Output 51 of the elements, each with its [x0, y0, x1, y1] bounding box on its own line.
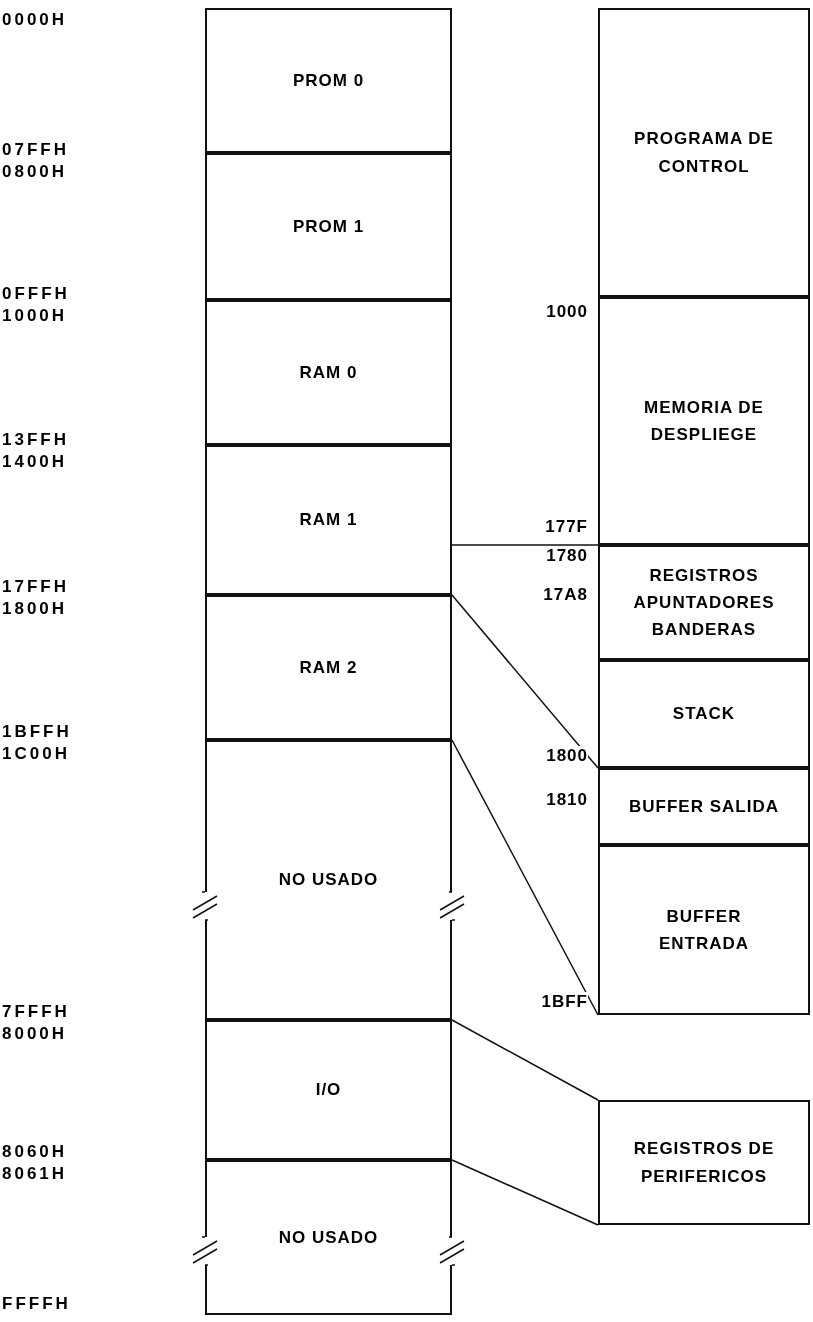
- block-label: RAM 2: [299, 656, 358, 679]
- memory-block: [598, 8, 810, 297]
- block-label: PROM 0: [292, 69, 365, 92]
- mapping-line: [451, 594, 599, 769]
- mapping-line: [451, 544, 599, 546]
- memory-block: [598, 768, 810, 845]
- memory-block: [205, 445, 452, 595]
- block-label: BUFFER ENTRADA: [657, 905, 751, 955]
- memory-block: [205, 300, 452, 445]
- block-label: NO USADO: [278, 1226, 379, 1249]
- mapping-line: [451, 739, 599, 1016]
- address-label: 0000H: [2, 10, 68, 30]
- address-label: 13FFH: [2, 430, 69, 450]
- memory-block: [598, 660, 810, 768]
- memory-block: [598, 1100, 810, 1225]
- block-label: STACK: [672, 703, 736, 726]
- address-label: 8060H: [2, 1142, 68, 1162]
- block-label: RAM 0: [299, 361, 358, 384]
- block-label: REGISTROS APUNTADORES BANDERAS: [632, 564, 776, 642]
- block-label: RAM 1: [299, 509, 358, 532]
- address-label: 8000H: [2, 1024, 68, 1044]
- address-label: FFFFH: [2, 1294, 71, 1314]
- mapping-line: [451, 1019, 599, 1101]
- memory-block: [205, 740, 452, 1020]
- memory-block: [205, 595, 452, 740]
- memory-block: [205, 1160, 452, 1315]
- block-label: BUFFER SALIDA: [629, 795, 779, 818]
- memory-block: [598, 545, 810, 660]
- mapping-line: [451, 1159, 599, 1226]
- block-label: MEMORIA DE DESPLIEGE: [643, 396, 765, 446]
- memory-block: [205, 153, 452, 300]
- address-label: 07FFH: [2, 140, 69, 160]
- address-label: 1400H: [2, 452, 68, 472]
- block-label: I/O: [315, 1079, 342, 1102]
- address-label: 0FFFH: [2, 284, 70, 304]
- block-label: NO USADO: [278, 869, 379, 892]
- block-label: PROGRAMA DE CONTROL: [633, 128, 775, 178]
- memory-block: [598, 845, 810, 1015]
- block-label: REGISTROS DE PERIFERICOS: [632, 1138, 776, 1188]
- memory-block: [205, 1020, 452, 1160]
- address-label: 0800H: [2, 162, 68, 182]
- address-label: 8061H: [2, 1164, 68, 1184]
- address-label: 7FFFH: [2, 1002, 70, 1022]
- address-label: 1800H: [2, 599, 68, 619]
- address-label: 17FFH: [2, 577, 69, 597]
- address-label: 1000H: [2, 306, 68, 326]
- address-label: 1BFFH: [2, 722, 72, 742]
- block-label: PROM 1: [292, 215, 365, 238]
- address-label: 1C00H: [2, 744, 70, 764]
- memory-block: [598, 297, 810, 545]
- memory-block: [205, 8, 452, 153]
